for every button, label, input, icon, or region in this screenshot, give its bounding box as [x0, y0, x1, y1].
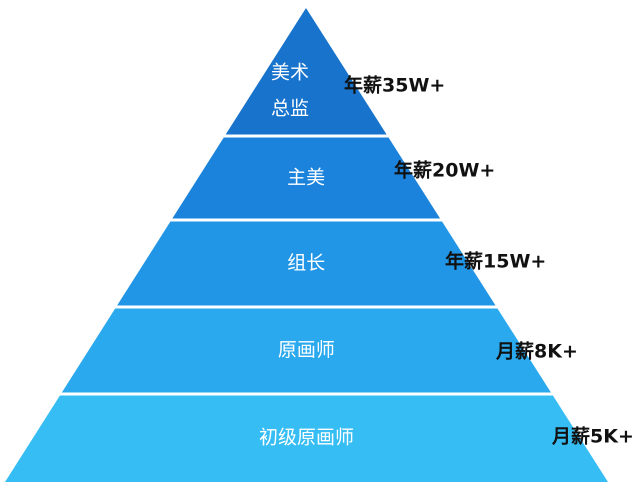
salary-label-5: 月薪5K+ [551, 425, 634, 448]
tier-label-1-line-1: 美术 [271, 62, 309, 84]
tier-label-1-line-2: 总监 [271, 98, 309, 120]
tier-label-2: 主美 [287, 167, 325, 189]
tier-label-4: 原画师 [278, 339, 335, 361]
salary-label-3: 年薪15W+ [445, 250, 546, 273]
salary-label-4: 月薪8K+ [495, 340, 578, 363]
tier-label-3: 组长 [287, 252, 325, 274]
pyramid-tier-1 [225, 8, 387, 135]
pyramid-tier-3 [117, 221, 496, 306]
salary-label-1: 年薪35W+ [344, 74, 445, 97]
pyramid-tier-4 [61, 308, 551, 393]
pyramid-tier-2 [172, 137, 441, 219]
tier-label-5: 初级原画师 [259, 427, 354, 449]
tiers-layer [5, 8, 608, 482]
pyramid-tier-5 [5, 395, 608, 482]
salary-label-2: 年薪20W+ [394, 159, 495, 182]
